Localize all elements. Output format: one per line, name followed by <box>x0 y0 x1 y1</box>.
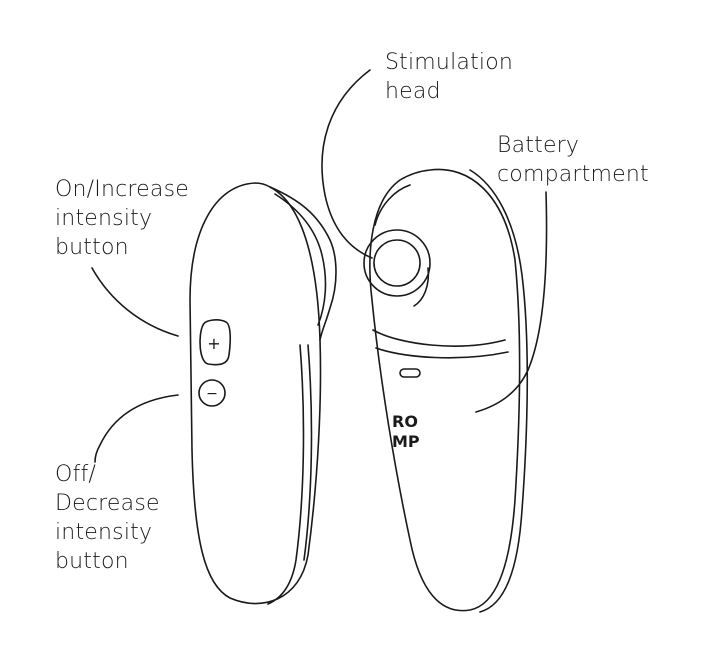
stimulation-head-inner <box>373 239 421 287</box>
left-device-body <box>189 182 322 605</box>
right-device-head-band-2 <box>375 347 509 359</box>
left-device-ridge-inner <box>274 193 327 326</box>
brand-logo-line2: MP <box>392 432 420 451</box>
left-device-back-edge-2 <box>303 344 313 561</box>
right-device-head-top <box>374 184 411 226</box>
callout-off-decrease <box>94 394 179 463</box>
left-device-back-edge <box>267 344 305 605</box>
stimulation-head-rim <box>413 267 430 307</box>
right-device-head-band <box>372 329 506 347</box>
right-device-side <box>469 169 529 613</box>
stimulation-head-outer <box>363 229 431 297</box>
charging-slot <box>399 368 421 378</box>
label-off-decrease: Off/ Decrease intensity button <box>55 462 160 574</box>
minus-symbol: − <box>206 386 218 402</box>
plus-button[interactable] <box>199 319 232 366</box>
minus-button[interactable] <box>198 379 226 407</box>
callout-on-increase <box>91 267 179 337</box>
brand-logo-line1: RO <box>392 412 418 431</box>
label-stimulation-head: Stimulation head <box>385 50 514 104</box>
right-device-body <box>369 168 521 612</box>
callout-stimulation-head <box>321 69 373 259</box>
label-on-increase: On/Increase intensity button <box>55 177 189 260</box>
left-device-ridge <box>269 186 337 341</box>
label-battery-compartment: Battery compartment <box>497 133 649 187</box>
plus-symbol: + <box>207 334 220 353</box>
callout-battery <box>475 191 548 413</box>
